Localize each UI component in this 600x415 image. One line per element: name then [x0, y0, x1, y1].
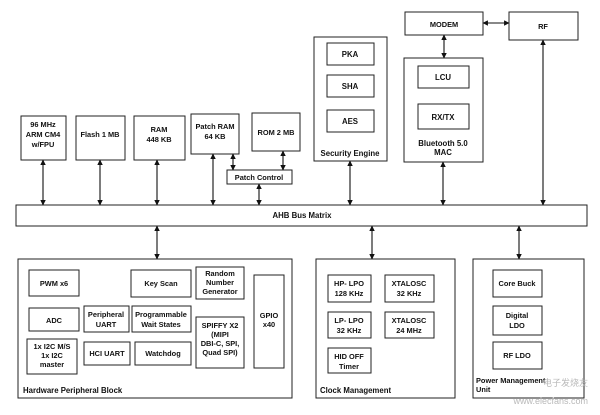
- ram-label-1: RAM: [151, 125, 168, 134]
- cpu-label-3: w/FPU: [31, 140, 55, 149]
- key-scan-box: [130, 269, 192, 298]
- watchdog-box: [134, 341, 192, 366]
- rng-label-3: Generator: [202, 287, 237, 296]
- peripheral-block-title: Hardware Peripheral Block: [23, 386, 123, 395]
- pka-box: [326, 42, 375, 66]
- xtal32-label-1: XTALOSC: [392, 279, 427, 288]
- hci-uart-label: HCI UART: [89, 349, 125, 358]
- peripheral-uart-box: [83, 305, 130, 333]
- rxtx-label: RX/TX: [432, 113, 456, 122]
- ram-box: [133, 115, 186, 161]
- patch-control-label: Patch Control: [235, 173, 283, 182]
- xtal24-label-1: XTALOSC: [392, 316, 427, 325]
- cpu-label-2: ARM CM4: [26, 130, 61, 139]
- hp-lpo-box: [327, 274, 372, 303]
- spiffy-label-2: (MIPI: [211, 330, 229, 339]
- lcu-box: [417, 65, 470, 89]
- ram-label-2: 448 KB: [146, 135, 171, 144]
- rom-label: ROM 2 MB: [258, 128, 295, 137]
- lp-lpo-label-2: 32 KHz: [337, 326, 362, 335]
- flash-label: Flash 1 MB: [80, 130, 119, 139]
- digital-ldo-box: [492, 305, 543, 336]
- hid-off-label-1: HID OFF: [334, 352, 364, 361]
- key-scan-label: Key Scan: [144, 279, 178, 288]
- ahb-bus-box: [15, 204, 588, 227]
- watchdog-label: Watchdog: [145, 349, 181, 358]
- spiffy-box: [195, 316, 245, 369]
- i2c-label-2: 1x I2C: [41, 351, 63, 360]
- aes-label: AES: [342, 117, 358, 126]
- rng-label-2: Number: [206, 278, 234, 287]
- hid-off-box: [327, 347, 372, 374]
- watermark-text-2: www.elecfans.com: [512, 396, 588, 406]
- i2c-label-3: master: [40, 360, 64, 369]
- xtal32-box: [384, 274, 435, 303]
- hid-off-label-2: Timer: [339, 362, 359, 371]
- spiffy-label-3: DBI-C, SPI,: [201, 339, 240, 348]
- gpio-label-1: GPIO: [260, 311, 279, 320]
- connection-arrows: [40, 20, 546, 260]
- flash-box: [75, 115, 126, 161]
- wait-states-label-1: Programmable: [135, 310, 187, 319]
- spiffy-label-4: Quad SPI): [202, 348, 238, 357]
- gpio-label-2: x40: [263, 320, 275, 329]
- patch-ram-label-2: 64 KB: [205, 132, 226, 141]
- xtal32-label-2: 32 KHz: [397, 289, 422, 298]
- modem-label: MODEM: [430, 20, 458, 29]
- clock-management-title: Clock Management: [320, 386, 391, 395]
- wait-states-label-2: Wait States: [141, 320, 181, 329]
- rf-label: RF: [538, 22, 548, 31]
- i2c-label-1: 1x I2C M/S: [34, 342, 71, 351]
- sha-label: SHA: [342, 82, 359, 91]
- hp-lpo-label-1: HP- LPO: [334, 279, 364, 288]
- adc-label: ADC: [46, 316, 63, 325]
- security-engine-label: Security Engine: [321, 149, 381, 158]
- power-management-title-2: Unit: [476, 385, 491, 394]
- hp-lpo-label-2: 128 KHz: [335, 289, 364, 298]
- rng-label-1: Random: [205, 269, 235, 278]
- gpio-box: [253, 274, 285, 369]
- core-buck-label: Core Buck: [499, 279, 537, 288]
- xtal24-box: [384, 311, 435, 339]
- pwm-label: PWM x6: [40, 279, 68, 288]
- rf-ldo-box: [492, 341, 543, 370]
- ahb-bus-label: AHB Bus Matrix: [273, 211, 333, 220]
- patch-ram-box: [190, 113, 240, 155]
- bluetooth-label-1: Bluetooth 5.0: [418, 139, 468, 148]
- i2c-box: [26, 338, 78, 375]
- pka-label: PKA: [342, 50, 359, 59]
- watermark-text-1: 电子发烧友: [543, 377, 588, 388]
- patch-ram-label-1: Patch RAM: [195, 122, 234, 131]
- cpu-label-1: 96 MHz: [30, 120, 56, 129]
- xtal24-label-2: 24 MHz: [396, 326, 422, 335]
- peripheral-uart-label-1: Peripheral: [88, 310, 124, 319]
- digital-ldo-label-1: Digital: [506, 311, 529, 320]
- hci-uart-box: [83, 341, 131, 366]
- pwm-box: [28, 269, 80, 297]
- lp-lpo-label-1: LP- LPO: [334, 316, 363, 325]
- wait-states-box: [131, 305, 192, 333]
- rng-box: [195, 266, 245, 300]
- rf-ldo-label: RF LDO: [503, 351, 531, 360]
- rxtx-box: [417, 103, 470, 130]
- adc-box: [28, 307, 80, 332]
- aes-box: [326, 109, 375, 133]
- rom-box: [251, 112, 301, 152]
- peripheral-uart-label-2: UART: [96, 320, 117, 329]
- sha-box: [326, 74, 375, 98]
- lcu-label: LCU: [435, 73, 451, 82]
- cpu-box: [20, 115, 67, 161]
- power-management-title-1: Power Management: [476, 376, 546, 385]
- bluetooth-label-2: MAC: [434, 148, 452, 157]
- digital-ldo-label-2: LDO: [509, 321, 525, 330]
- spiffy-label-1: SPIFFY X2: [202, 321, 239, 330]
- lp-lpo-box: [327, 311, 372, 339]
- core-buck-box: [492, 269, 543, 298]
